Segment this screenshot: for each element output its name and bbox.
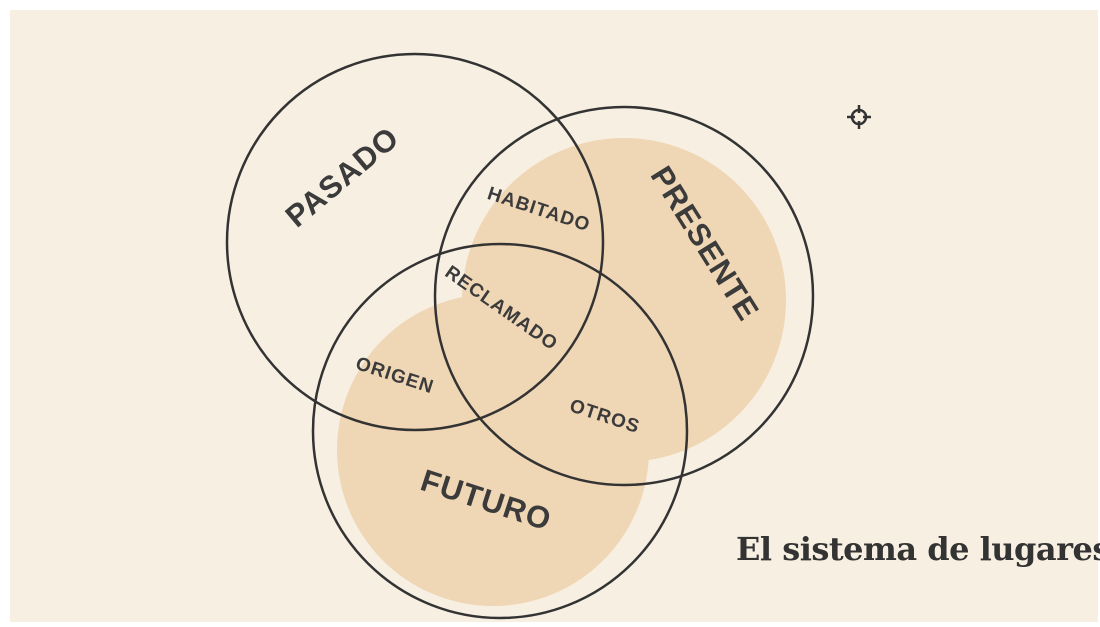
- presente-circle: [433, 105, 815, 487]
- pasado-circle: [225, 52, 605, 432]
- venn-diagram: PASADO PRESENTE FUTURO HABITADO RECLAMAD…: [225, 52, 871, 620]
- futuro-circle: [311, 242, 689, 620]
- page-title: El sistema de lugares: [736, 530, 1100, 568]
- label-pasado: PASADO: [279, 120, 406, 234]
- futuro-fill: [337, 294, 649, 606]
- slide: PASADO PRESENTE FUTURO HABITADO RECLAMAD…: [10, 10, 1100, 622]
- crosshair-icon: [847, 105, 871, 129]
